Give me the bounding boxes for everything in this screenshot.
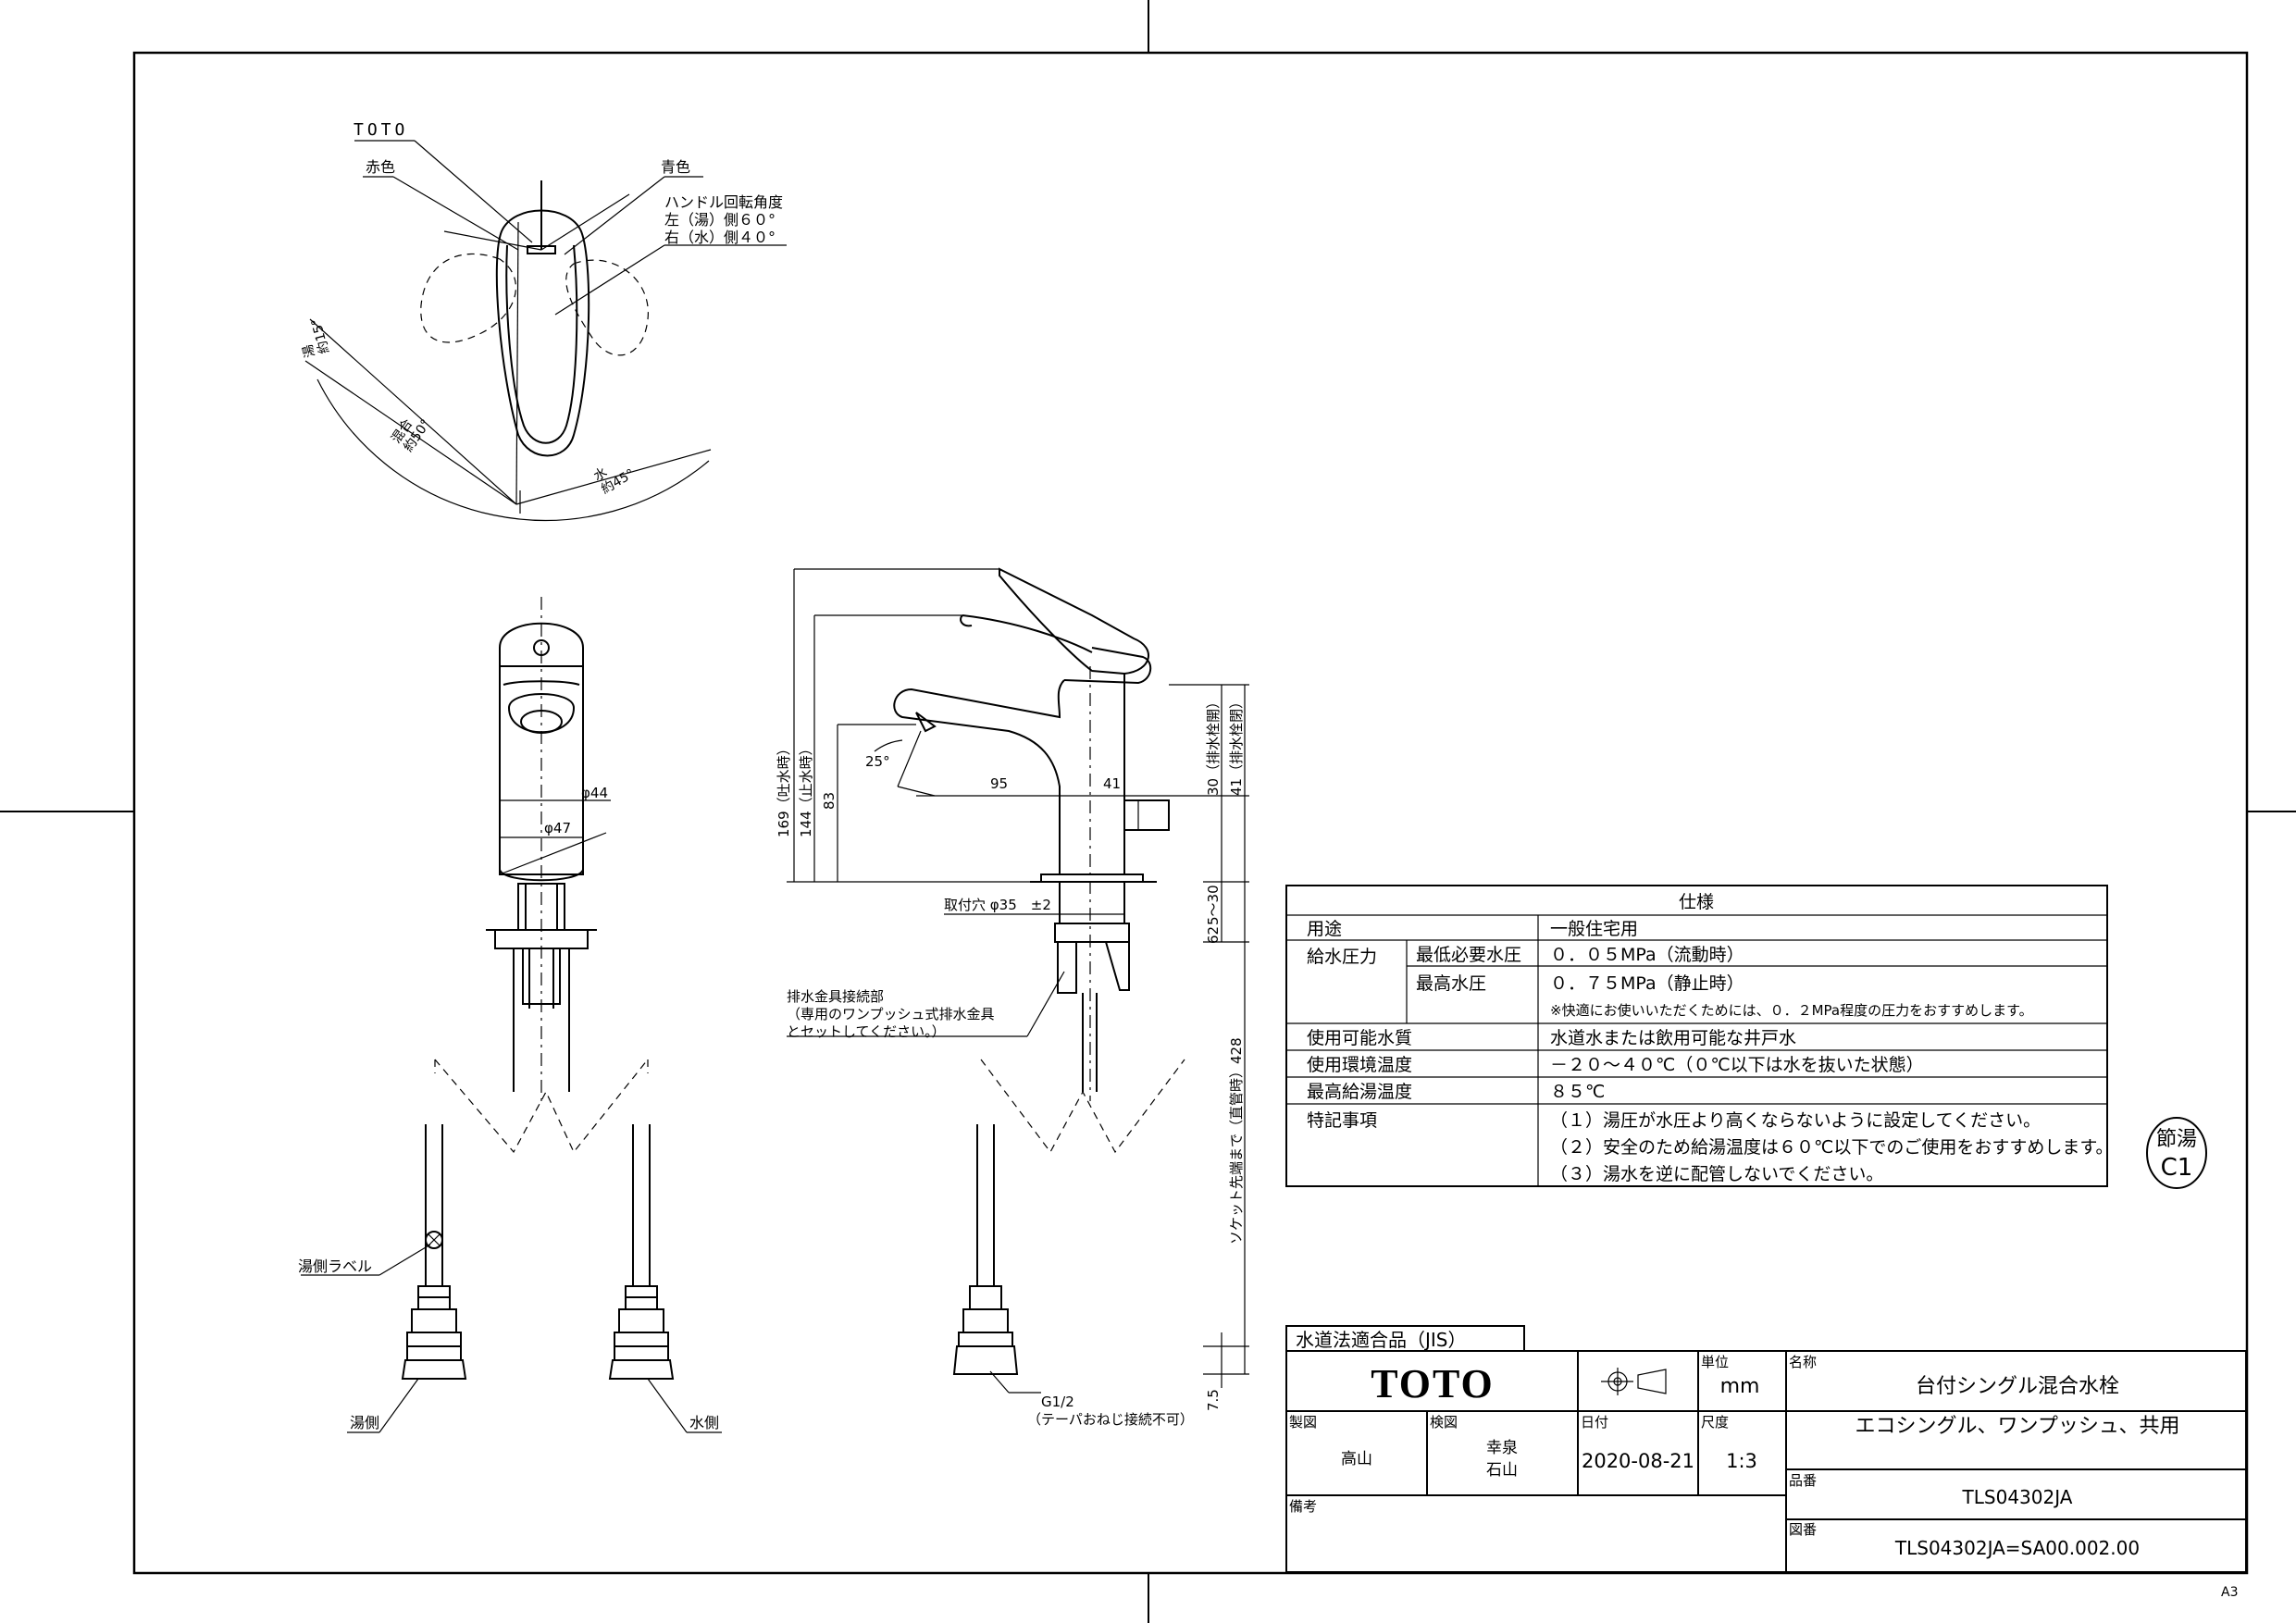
rotation-hot-side: 左（湯）側６０° [664, 211, 776, 229]
spec-row-env-temp-value: －２０〜４０℃（０℃以下は水を抜いた状態） [1550, 1055, 1924, 1075]
drain-note-line2: （専用のワンプッシュ式排水金具 [787, 1006, 995, 1022]
side-view: 169（吐水時） 144（止水時） 83 95 41 25° 30（排水栓開） … [776, 567, 1249, 1428]
dim-144-spout-closed: 144（止水時） [798, 741, 814, 837]
spec-row-note-2: （２）安全のため給湯温度は６０℃以下でのご使用をおすすめします。 [1550, 1137, 2113, 1158]
spec-row-water-quality-label: 使用可能水質 [1307, 1028, 1412, 1048]
rotation-cold-side: 右（水）側４０° [664, 229, 776, 246]
unit-label: 単位 [1701, 1354, 1729, 1370]
title-block: 水道法適合品（JIS） TOTO 単位 mm 名称 台付シングル混合水栓 エコシ… [1285, 1325, 2247, 1573]
date-value: 2020-08-21 [1582, 1450, 1694, 1472]
spec-row-use-value: 一般住宅用 [1550, 919, 1638, 939]
spec-row-pressure-label: 給水圧力 [1307, 947, 1377, 967]
dim-dia-47: φ47 [544, 820, 571, 836]
spec-row-max-hot-label: 最高給湯温度 [1307, 1082, 1412, 1102]
part-number-value: TLS04302JA [1962, 1486, 2073, 1508]
stamp-line2: C1 [2161, 1154, 2193, 1182]
front-view: φ44 φ47 [298, 597, 722, 1433]
angle-hot-name: 湯 [300, 342, 318, 359]
spec-row-notes-label: 特記事項 [1307, 1110, 1377, 1131]
date-label: 日付 [1581, 1414, 1608, 1431]
unit-value: mm [1720, 1375, 1760, 1398]
scale-value: 1:3 [1726, 1450, 1757, 1472]
hot-side-label-callout: 湯側ラベル [298, 1258, 372, 1275]
name-label: 名称 [1789, 1354, 1817, 1370]
spec-row-max-pressure-label: 最高水圧 [1416, 973, 1486, 994]
sheet-size-label: A3 [2221, 1585, 2238, 1600]
spec-row-env-temp-label: 使用環境温度 [1307, 1055, 1412, 1075]
scale-label: 尺度 [1701, 1414, 1729, 1431]
spec-row-water-quality-value: 水道水または飲用可能な井戸水 [1550, 1028, 1796, 1048]
checked-by-value1: 幸泉 [1486, 1439, 1518, 1457]
dim-428-socket: ソケット先端まで（直管時）428 [1228, 1037, 1245, 1245]
spec-row-max-hot-value: ８５℃ [1550, 1082, 1605, 1102]
dim-dia-44: φ44 [581, 785, 608, 801]
drain-note-line3: とセットしてください。） [787, 1023, 946, 1040]
spec-row-note-3: （３）湯水を逆に配管しないでください。 [1550, 1164, 1883, 1184]
spec-row-max-pressure-value: ０．７５MPa（静止時） [1550, 973, 1744, 994]
toto-mark-label: TOTO [354, 120, 408, 140]
hot-side-callout: 湯側 [350, 1414, 379, 1431]
drain-note-line1: 排水金具接続部 [787, 988, 884, 1005]
checked-by-label: 検図 [1430, 1414, 1458, 1431]
drawn-by-value: 高山 [1341, 1450, 1372, 1468]
dim-7-5: 7.5 [1205, 1389, 1222, 1411]
stamp-line1: 節湯 [2156, 1128, 2197, 1151]
product-name-line1: 台付シングル混合水栓 [1916, 1375, 2119, 1398]
dim-41-drain-closed: 41（排水栓閉） [1228, 695, 1245, 796]
top-view: TOTO 赤色 青色 ハンドル回転角度 左（湯）側６０° 右（水）側４０° 湯 … [300, 120, 787, 521]
thread-note: （テーパおねじ接続不可） [1027, 1411, 1194, 1428]
red-color-label: 赤色 [366, 158, 395, 176]
spec-row-use-label: 用途 [1307, 919, 1342, 939]
dim-30-drain-open: 30（排水栓開） [1205, 695, 1222, 796]
part-number-label: 品番 [1789, 1472, 1817, 1489]
dim-5-30: 5〜30 [1205, 885, 1222, 925]
product-name-line2: エコシングル、ワンプッシュ、共用 [1855, 1415, 2180, 1438]
mount-hole-dim: 取付穴 φ35 ±2 [944, 897, 1051, 913]
drawing-number-value: TLS04302JA=SA00.002.00 [1894, 1537, 2140, 1559]
spec-row-min-pressure-value: ０．０５MPa（流動時） [1550, 945, 1744, 965]
jis-label: 水道法適合品（JIS） [1296, 1329, 1467, 1351]
remarks-label: 備考 [1289, 1498, 1317, 1515]
spec-table: 仕様 用途 一般住宅用 給水圧力 最低必要水圧 ０．０５MPa（流動時） 最高水… [1285, 885, 2113, 1187]
dim-83: 83 [821, 792, 838, 810]
drawn-by-label: 製図 [1289, 1414, 1317, 1431]
dim-169-spout-open: 169（吐水時） [776, 741, 792, 837]
dim-41: 41 [1103, 775, 1121, 792]
rotation-angle-title: ハンドル回転角度 [664, 193, 783, 211]
angle-25: 25° [865, 753, 890, 770]
spec-row-min-pressure-label: 最低必要水圧 [1416, 945, 1521, 965]
checked-by-value2: 石山 [1486, 1461, 1518, 1480]
projection-symbol-icon [1601, 1368, 1667, 1395]
angle-cold-name: 水 [591, 465, 610, 485]
drawing-number-label: 図番 [1789, 1521, 1817, 1538]
blue-color-label: 青色 [661, 158, 690, 176]
toto-logo: TOTO [1371, 1361, 1495, 1406]
spec-row-pressure-note: ※快適にお使いいただくためには、０．２MPa程度の圧力をおすすめします。 [1550, 1002, 2033, 1019]
water-saving-stamp: 節湯 C1 [2146, 1117, 2207, 1189]
cold-side-callout: 水側 [689, 1414, 719, 1431]
spec-row-note-1: （１）湯圧が水圧より高くならないように設定してください。 [1550, 1110, 2041, 1131]
thread-spec: G1/2 [1041, 1394, 1074, 1410]
dim-62: 62 [1205, 926, 1222, 944]
dim-95: 95 [990, 775, 1008, 792]
spec-header: 仕様 [1679, 892, 1714, 912]
